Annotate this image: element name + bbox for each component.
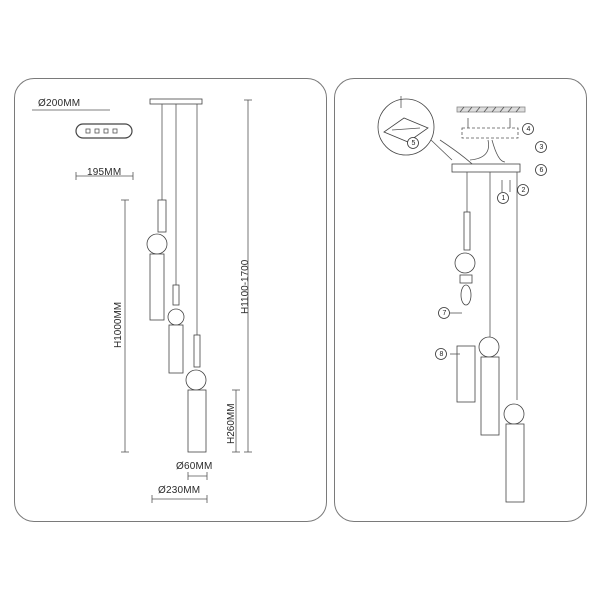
- callout-5: [407, 137, 419, 149]
- callout-3-label: 3: [539, 144, 544, 151]
- dimensions-panel: [14, 78, 327, 522]
- callout-1: [497, 192, 509, 204]
- callout-6-label: 6: [539, 167, 544, 174]
- canopy-top-view: [75, 123, 133, 139]
- canopy-diameter-label: Ø200MM: [38, 98, 81, 109]
- callout-8-label: 8: [439, 351, 444, 358]
- callout-2: [517, 184, 529, 196]
- installation-panel: [334, 78, 587, 522]
- callout-3: [535, 141, 547, 153]
- shade-diameter-label: Ø60MM: [176, 461, 213, 472]
- callout-4: [522, 123, 534, 135]
- callout-8: [435, 348, 447, 360]
- callout-6: [535, 164, 547, 176]
- callout-1-label: 1: [501, 195, 506, 202]
- callout-4-label: 4: [526, 126, 531, 133]
- overall-diameter-label: Ø230MM: [158, 485, 201, 496]
- callout-7: [438, 307, 450, 319]
- canopy-width-label: 195MM: [87, 167, 122, 178]
- callout-7-label: 7: [442, 310, 447, 317]
- callout-2-label: 2: [521, 187, 526, 194]
- callout-5-label: 5: [411, 140, 416, 147]
